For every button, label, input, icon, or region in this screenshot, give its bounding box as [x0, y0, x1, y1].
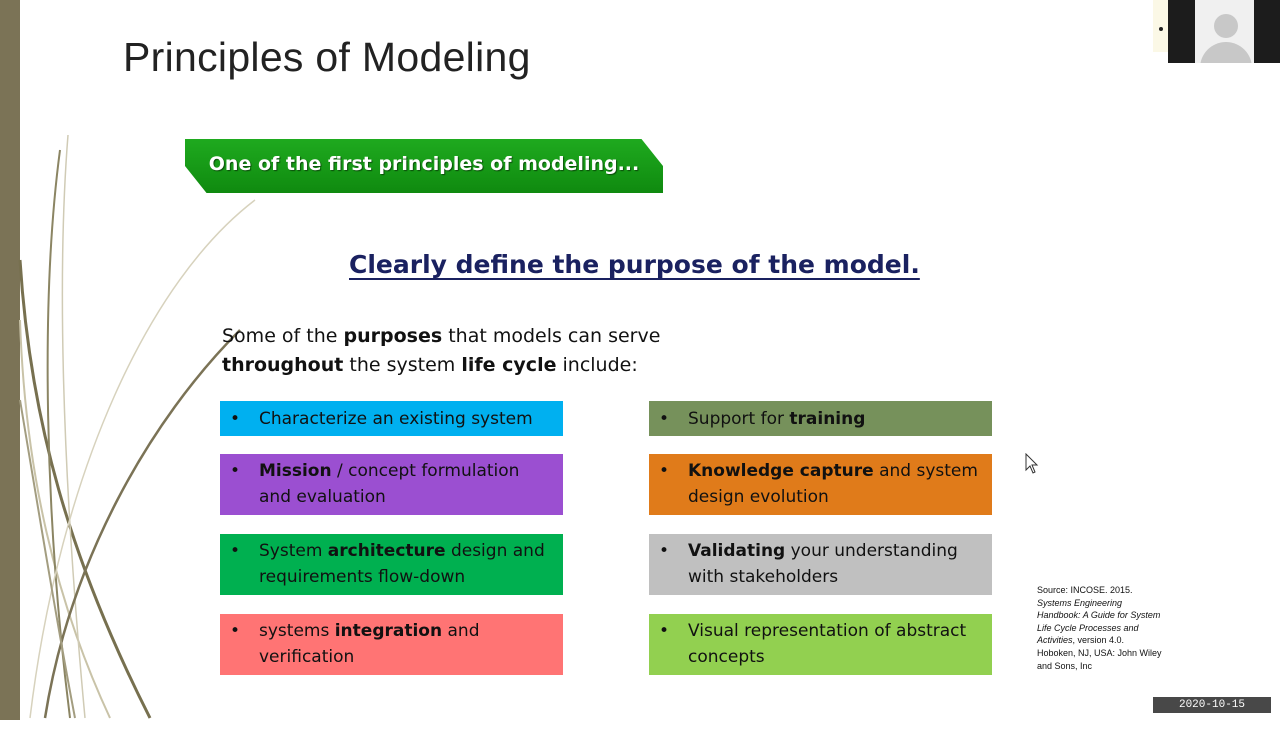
intro-text: include:: [556, 354, 638, 376]
purpose-text: Characterize an existing system: [259, 408, 533, 429]
principle-banner-text: One of the first principles of modeling.…: [208, 153, 640, 175]
intro-text: Some of the: [222, 325, 344, 347]
slide-title: Principles of Modeling: [123, 34, 531, 80]
purpose-box-characterize: • Characterize an existing system: [220, 401, 563, 436]
purpose-box-knowledge: • Knowledge capture and system design ev…: [649, 454, 992, 515]
purpose-text: Validating your understanding with stake…: [688, 541, 958, 587]
source-citation: Source: INCOSE. 2015.Systems Engineering…: [1037, 585, 1162, 671]
mouse-cursor-icon: [1025, 453, 1039, 474]
purpose-text: Mission / concept formulation and evalua…: [259, 461, 520, 507]
intro-text: that models can serve: [442, 325, 661, 347]
avatar-head-icon: [1214, 14, 1238, 38]
intro-paragraph: Some of the purposes that models can ser…: [222, 322, 742, 380]
purpose-text: systems integration and verification: [259, 621, 480, 667]
slide-left-accent-bar: [0, 0, 20, 720]
recording-timestamp: 2020-10-15 13:07:04: [1153, 697, 1271, 727]
bullet-icon: •: [230, 408, 241, 429]
principle-banner: One of the first principles of modeling.…: [185, 139, 663, 193]
intro-bold: throughout: [222, 354, 344, 376]
intro-bold: life cycle: [461, 354, 557, 376]
purpose-box-validating: • Validating your understanding with sta…: [649, 534, 992, 595]
slide-headline: Clearly define the purpose of the model.: [349, 250, 920, 279]
webcam-panel-handle[interactable]: [1153, 0, 1168, 52]
purpose-box-training: • Support for training: [649, 401, 992, 436]
bullet-icon: •: [659, 408, 670, 429]
purpose-box-integration: • systems integration and verification: [220, 614, 563, 675]
purpose-text: Knowledge capture and system design evol…: [688, 461, 978, 507]
bullet-icon: •: [659, 621, 670, 641]
bullet-icon: •: [230, 461, 241, 481]
purpose-text: System architecture design and requireme…: [259, 541, 545, 587]
purpose-box-architecture: • System architecture design and require…: [220, 534, 563, 595]
purpose-box-mission: • Mission / concept formulation and eval…: [220, 454, 563, 515]
avatar-body-icon: [1200, 42, 1252, 63]
purpose-text: Visual representation of abstract concep…: [688, 621, 967, 667]
intro-bold: purposes: [343, 325, 443, 347]
purpose-text: Support for training: [688, 408, 866, 429]
bullet-icon: •: [659, 541, 670, 561]
webcam-thumbnail[interactable]: [1168, 0, 1280, 63]
decorative-grass-blades: [18, 134, 256, 719]
handle-dot-icon: [1159, 27, 1163, 31]
purpose-box-visual: • Visual representation of abstract conc…: [649, 614, 992, 675]
bullet-icon: •: [659, 461, 670, 481]
bullet-icon: •: [230, 621, 241, 641]
intro-text: the system: [343, 354, 462, 376]
avatar: [1195, 0, 1254, 63]
bullet-icon: •: [230, 541, 241, 561]
